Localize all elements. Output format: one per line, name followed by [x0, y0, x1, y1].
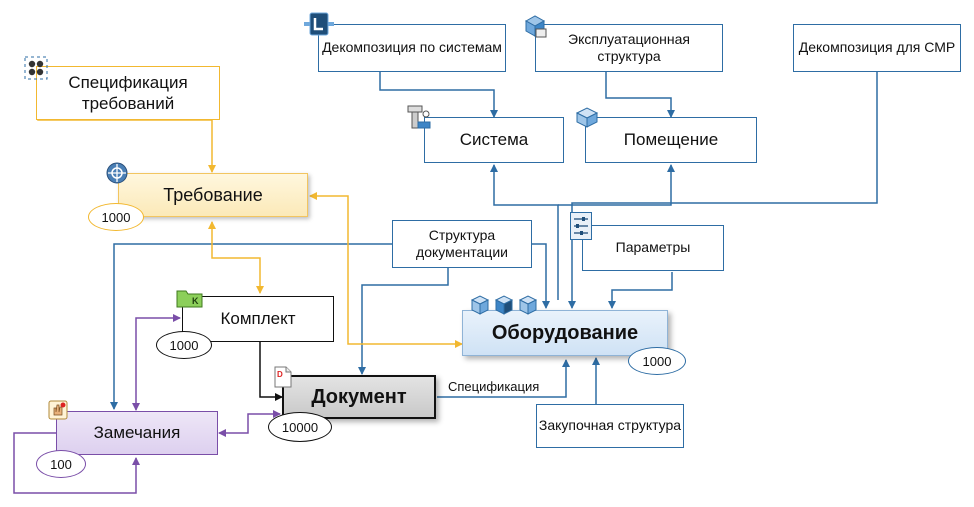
decomp-smr-label: Декомпозиция для СМР — [798, 39, 956, 56]
edge-doc-to-eq — [437, 359, 570, 398]
decomp-systems-label: Декомпозиция по системам — [322, 39, 502, 56]
edge-params-to-eq — [608, 272, 673, 309]
document-label: Документ — [311, 385, 407, 408]
crosshair-icon — [106, 162, 128, 184]
decomp-systems-box[interactable]: Декомпозиция по системам — [318, 24, 506, 72]
edge-expl-to-room — [605, 72, 675, 118]
equipment-label: Оборудование — [491, 321, 639, 344]
hand-icon — [48, 400, 68, 420]
box-icon — [524, 15, 547, 38]
edge-kit-to-doc — [259, 341, 283, 401]
kit-label: Комплект — [220, 309, 296, 329]
edge-docstruct-to-document — [358, 268, 449, 375]
kit-box[interactable]: Комплект — [182, 296, 334, 342]
svg-text:K: K — [192, 296, 199, 306]
cubes-icon — [470, 295, 538, 315]
svg-text:D: D — [277, 370, 283, 379]
L-icon — [304, 12, 334, 36]
spec-requirements-label: Спецификация требований — [68, 72, 188, 113]
pipe-icon — [407, 105, 431, 129]
document-icon: D — [274, 366, 292, 388]
edge-decomp-to-system — [379, 72, 498, 118]
edge-remarks-doc — [218, 410, 281, 437]
doc-structure-box[interactable]: Структура документации — [392, 220, 532, 268]
edge-remarks-kit — [132, 314, 181, 411]
parameters-box[interactable]: Параметры — [582, 225, 724, 271]
expl-structure-box[interactable]: Эксплуатационная структура — [535, 24, 723, 72]
decomp-smr-box[interactable]: Декомпозиция для СМР — [793, 24, 961, 72]
equipment-node[interactable]: Оборудование — [462, 310, 668, 356]
edge-remarks-self — [13, 432, 140, 494]
folder-icon: K — [176, 290, 203, 308]
requirement-label: Требование — [163, 184, 263, 205]
system-label: Система — [459, 130, 529, 150]
remarks-label: Замечания — [93, 423, 181, 443]
edge-smr-to-eq — [568, 72, 878, 309]
edge-docstruct-to-eq — [532, 243, 550, 309]
edge-req-eq — [309, 192, 463, 348]
procurement-box[interactable]: Закупочная структура — [536, 404, 684, 448]
requirement-node[interactable]: Требование — [118, 173, 308, 217]
room-label: Помещение — [623, 130, 719, 150]
parameters-label: Параметры — [615, 239, 691, 256]
doc-structure-label: Структура документации — [416, 226, 508, 261]
room-icon — [575, 107, 599, 128]
sliders-icon — [570, 212, 592, 240]
remarks-count: 100 — [36, 450, 86, 478]
edge-label-specification: Спецификация — [448, 379, 540, 394]
procurement-label: Закупочная структура — [538, 417, 682, 434]
system-box[interactable]: Система — [424, 117, 564, 163]
grid-icon — [24, 56, 48, 80]
edge-docstruct-to-remarks — [110, 243, 394, 410]
equipment-count: 1000 — [628, 347, 686, 375]
edge-eq-to-room — [558, 164, 675, 206]
room-box[interactable]: Помещение — [585, 117, 757, 163]
edge-eq-to-system — [490, 164, 559, 300]
kit-count: 1000 — [156, 331, 212, 359]
spec-requirements-box[interactable]: Спецификация требований — [36, 66, 220, 120]
edge-req-kit — [208, 221, 264, 294]
requirement-count: 1000 — [88, 203, 144, 231]
expl-structure-label: Эксплуатационная структура — [568, 30, 690, 65]
remarks-node[interactable]: Замечания — [56, 411, 218, 455]
document-count: 10000 — [268, 412, 332, 442]
